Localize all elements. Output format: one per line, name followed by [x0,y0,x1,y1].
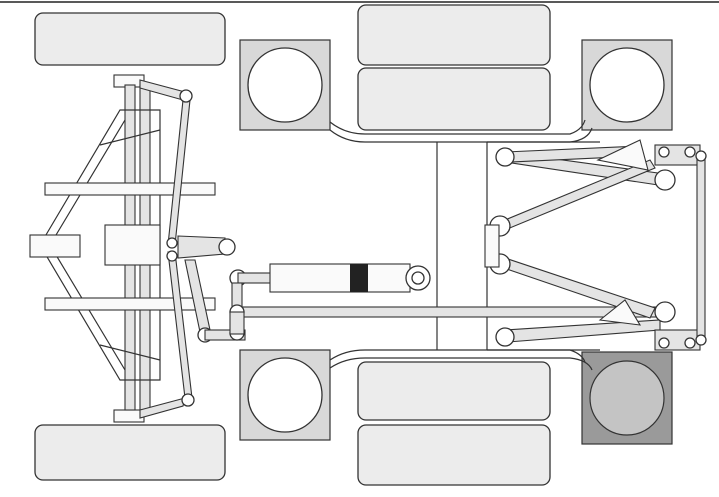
cross-plate-bottom [44,297,216,311]
wheel-pads [239,39,673,445]
wheel-hub-bottom-left [247,357,323,433]
wheel-hub-top-right [589,47,665,123]
panhard-rod [696,157,706,339]
dual-tire-bottom-outer [357,424,551,486]
front-left-tire [34,12,226,66]
dual-tire-top-inner [357,67,551,131]
shock-band [350,264,368,292]
left-axle-tires [34,12,226,481]
shock-absorber [229,263,431,314]
dual-tire-bottom-inner [357,361,551,421]
drag-link [184,259,211,333]
dual-tire-top-outer [357,4,551,66]
wheel-hub-bottom-right [589,360,665,436]
rear-wishbones [484,139,707,351]
pitman-arm [177,235,226,259]
center-dual-tires [357,4,551,486]
wheel-hub-top-left [247,47,323,123]
steering-axle-assembly [29,74,246,423]
front-right-tire [34,424,226,481]
tie-rod-upper [167,99,191,246]
cross-plate-top [44,182,216,196]
shock-body [269,263,411,293]
